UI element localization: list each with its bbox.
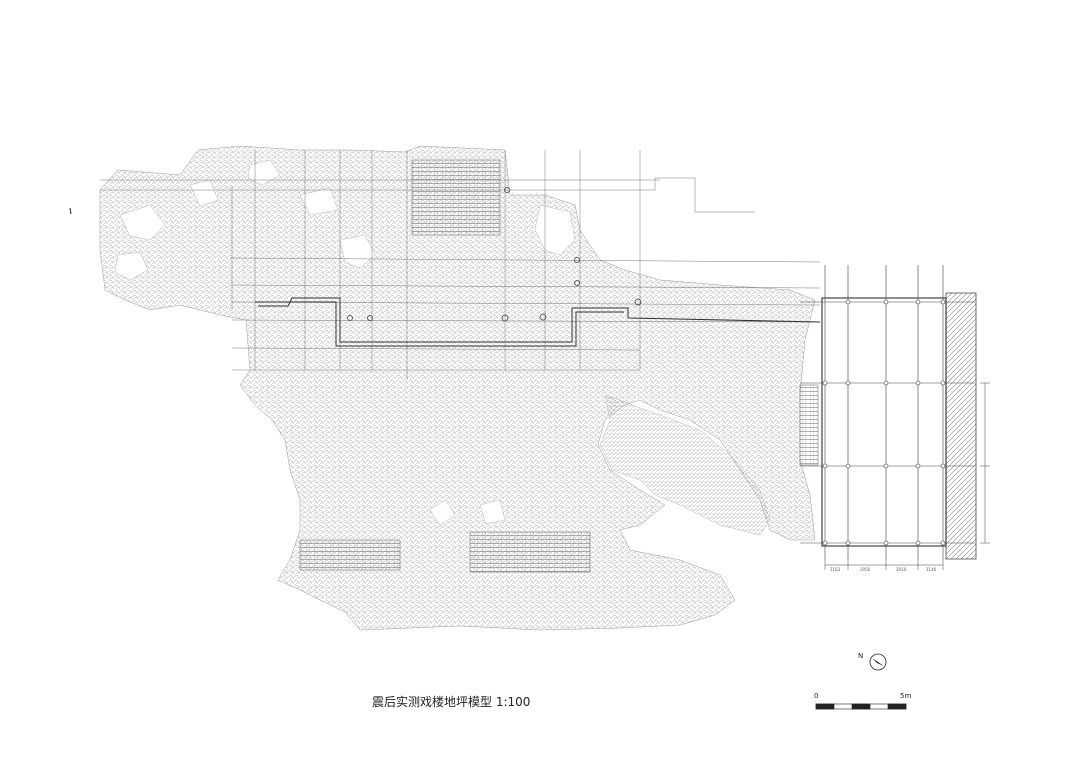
dim-label-2: 2056 [860,567,871,572]
boundary-wall-hatch [945,292,977,560]
north-label: N [858,652,864,660]
stage-wall-outline [255,297,821,347]
dim-label-1: 1163 [830,567,841,572]
scale-bar [815,703,907,710]
scale-start-label: 0 [814,692,819,700]
survey-points [347,187,642,322]
dim-label-4: 1146 [926,567,937,572]
grid-nodes [822,299,946,546]
stair-bands [299,159,819,573]
scanned-floor-mesh [99,145,816,631]
dim-label-3: 2010 [896,567,907,572]
survey-grid [100,150,821,380]
north-arrow-icon [869,653,887,671]
drawing-title: 震后实测戏楼地坪模型 1:100 [372,695,531,709]
stray-mark [69,207,72,215]
scale-end-label: 5m [900,692,912,700]
